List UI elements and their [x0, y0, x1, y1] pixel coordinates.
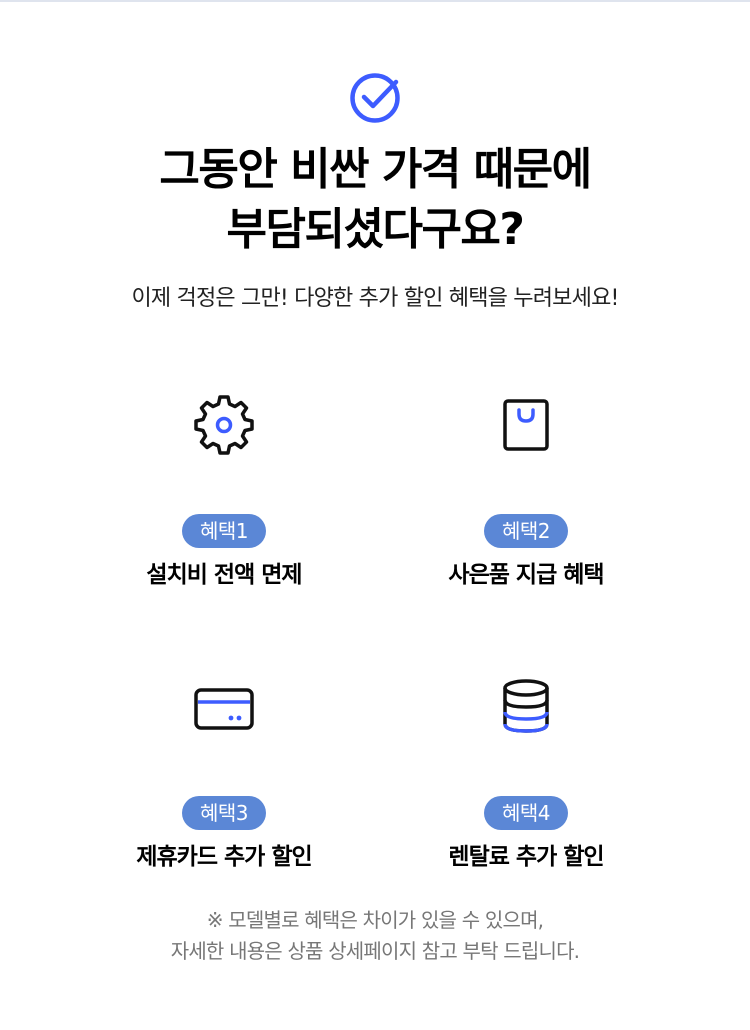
- note-line-2: 자세한 내용은 상품 상세페이지 참고 부탁 드립니다.: [170, 939, 580, 963]
- database-coins-icon: [503, 679, 549, 733]
- benefit-badge: 혜택2: [484, 514, 568, 548]
- benefit-badge: 혜택1: [182, 514, 266, 548]
- benefit-badge: 혜택4: [484, 796, 568, 830]
- benefit-title: 설치비 전액 면제: [146, 562, 302, 588]
- note-line-1: ※ 모델별로 혜택은 차이가 있을 수 있으며,: [206, 908, 544, 932]
- benefit-title: 제휴카드 추가 할인: [136, 844, 312, 870]
- gear-icon: [194, 395, 254, 455]
- page-title: 그동안 비싼 가격 때문에 부담되셨다구요?: [0, 140, 750, 260]
- title-line-2: 부담되셨다구요?: [226, 204, 525, 255]
- benefit-badge: 혜택3: [182, 796, 266, 830]
- benefit-title: 렌탈료 추가 할인: [448, 844, 604, 870]
- disclaimer-note: ※ 모델별로 혜택은 차이가 있을 수 있으며, 자세한 내용은 상품 상세페이…: [0, 905, 750, 967]
- credit-card-icon: [194, 688, 254, 730]
- check-circle-icon: [350, 73, 400, 123]
- benefit-title: 사은품 지급 혜택: [448, 562, 604, 588]
- page-subtitle: 이제 걱정은 그만! 다양한 추가 할인 혜택을 누려보세요!: [131, 286, 619, 311]
- top-divider: [0, 0, 750, 2]
- title-line-1: 그동안 비싼 가격 때문에: [159, 144, 592, 195]
- shopping-bag-icon: [503, 399, 549, 451]
